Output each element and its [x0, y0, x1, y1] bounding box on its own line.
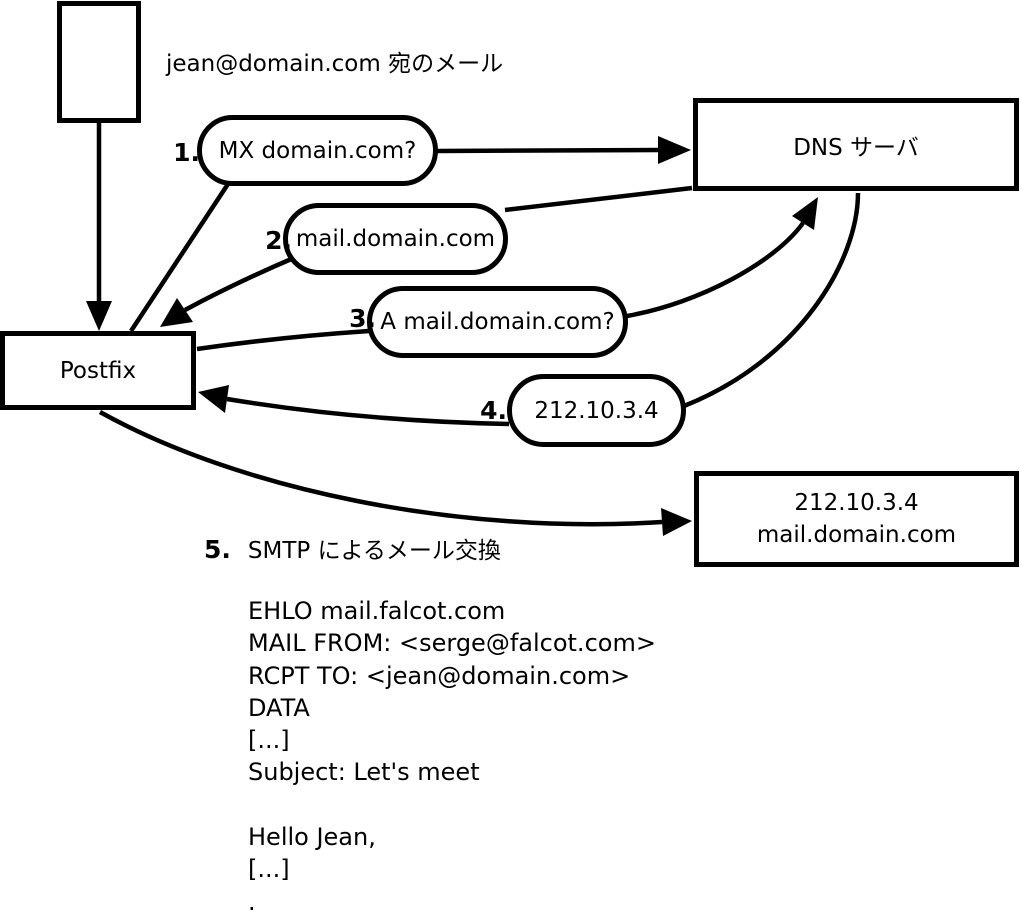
step2-number: 2.: [265, 226, 292, 255]
step1-number: 1.: [173, 138, 200, 167]
arrow-postfix-to-mailserver: [98, 410, 663, 527]
smtp-line-ellipsis1: [...]: [248, 726, 290, 755]
step1-query-pill: MX domain.com?: [197, 115, 438, 186]
step5-label: SMTP によるメール交換: [247, 538, 501, 564]
postfix-box: Postfix: [0, 331, 196, 410]
arrowhead-step2-to-postfix: [160, 298, 193, 327]
arrowhead-step3-to-dns: [792, 197, 818, 230]
mail-server-hostname: mail.domain.com: [756, 522, 957, 548]
smtp-session-transcript: EHLO mail.falcot.com MAIL FROM: <serge@f…: [248, 595, 656, 918]
step3-query-label: A mail.domain.com?: [380, 309, 615, 335]
arrowhead-step4-to-postfix: [198, 385, 229, 413]
line-dns-to-step4: [683, 192, 861, 409]
mail-server-ip: 212.10.3.4: [794, 490, 919, 516]
step5-caption: 5. SMTP によるメール交換: [204, 531, 501, 565]
smtp-line-rcpt-to: RCPT TO: <jean@domain.com>: [248, 661, 631, 690]
step5-number: 5.: [204, 535, 231, 564]
line-postfix-to-step3: [196, 328, 370, 352]
arrow-step4-to-postfix: [226, 396, 510, 427]
smtp-line-blank: [248, 789, 656, 821]
smtp-line-mail-from: MAIL FROM: <serge@falcot.com>: [248, 629, 656, 658]
sender-box: [57, 1, 141, 123]
smtp-line-subject: Subject: Let's meet: [248, 758, 480, 787]
postfix-label: Postfix: [59, 357, 137, 384]
step4-answer-pill: 212.10.3.4: [507, 374, 686, 447]
smtp-line-ehlo: EHLO mail.falcot.com: [248, 597, 506, 625]
arrow-step3-to-dns: [626, 221, 805, 319]
step1-query-label: MX domain.com?: [218, 137, 417, 164]
arrow-step1-to-dns: [436, 147, 661, 154]
arrow-step2-to-postfix: [183, 254, 297, 312]
smtp-line-end-dot: .: [248, 887, 256, 916]
mail-destination-label: jean@domain.com 宛のメール: [166, 51, 504, 77]
line-postfix-to-step1: [129, 182, 230, 333]
step4-answer-label: 212.10.3.4: [534, 397, 659, 424]
smtp-line-greeting: Hello Jean,: [248, 823, 376, 852]
dns-server-label: DNS サーバ: [793, 134, 919, 161]
line-dns-to-step2: [504, 185, 693, 213]
arrowhead-step1-to-dns: [658, 136, 691, 164]
mail-server-box: 212.10.3.4 mail.domain.com: [694, 471, 1019, 567]
arrowhead-postfix-to-mailserver: [661, 508, 692, 536]
arrowhead-sender-to-postfix: [86, 301, 112, 331]
step3-number: 3.: [349, 304, 376, 333]
smtp-line-ellipsis2: [...]: [248, 855, 290, 884]
step3-query-pill: A mail.domain.com?: [367, 286, 628, 358]
step2-answer-label: mail.domain.com: [295, 226, 496, 252]
step4-number: 4.: [480, 396, 507, 425]
smtp-line-data: DATA: [248, 693, 310, 722]
dns-server-box: DNS サーバ: [693, 98, 1019, 191]
step2-answer-pill: mail.domain.com: [283, 203, 508, 275]
